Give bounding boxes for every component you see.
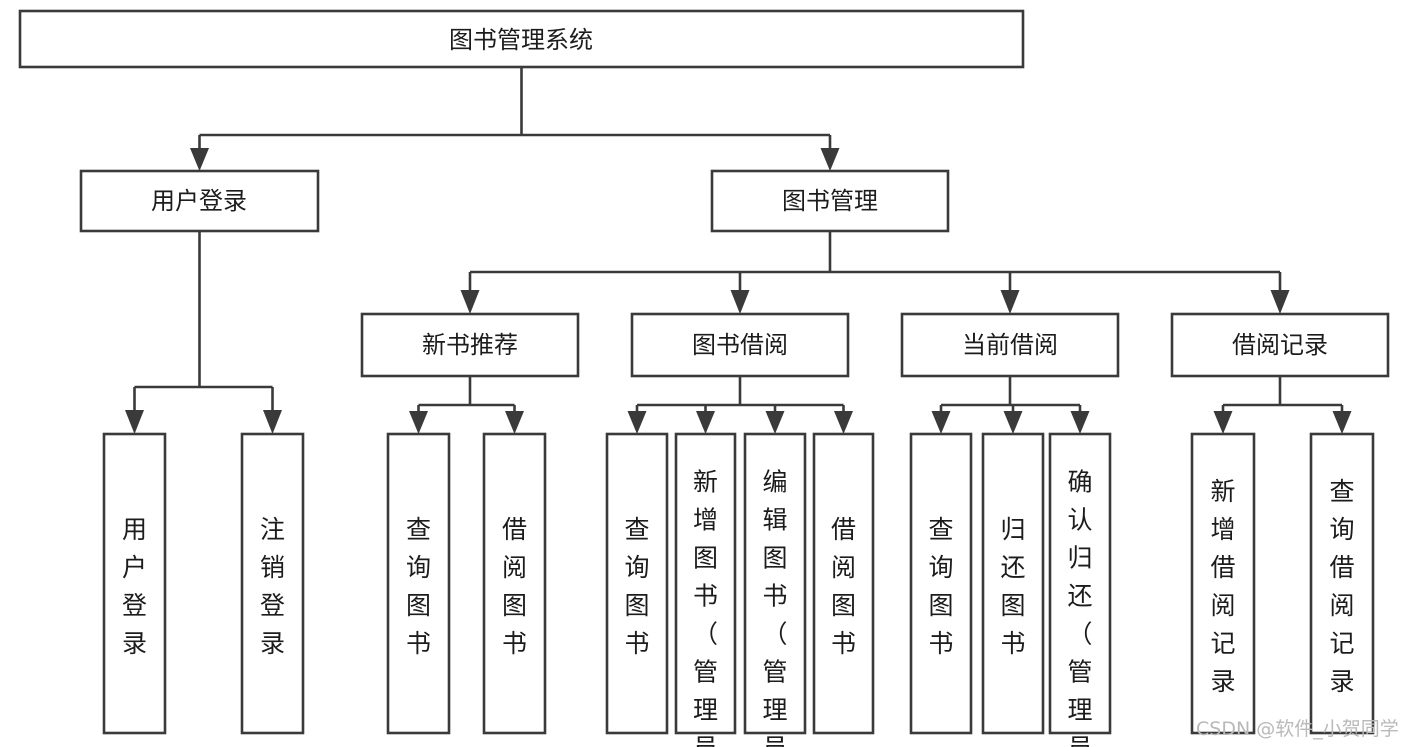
leaf-node-box[interactable] (1190, 432, 1256, 735)
leaf-node-box[interactable] (812, 432, 875, 735)
arrow-head-current-borrow (1000, 290, 1020, 314)
connector-layer (125, 67, 1352, 434)
node-book-borrow-box[interactable] (630, 312, 850, 378)
leaf-node-label: 借阅图书 (502, 515, 527, 658)
node-current-borrow-box[interactable] (900, 312, 1120, 378)
arrow-head-borrow (730, 290, 750, 314)
arrow-head-leaf-borrow-book-2 (834, 411, 853, 434)
leaf-node-label: 查询图书 (928, 515, 953, 658)
leaf-node-box[interactable] (240, 432, 305, 735)
leaf-node-label: 用户登录 (122, 515, 147, 658)
node-new-book-recommend[interactable]: 新书推荐 (360, 312, 580, 378)
node-root-system-box[interactable] (18, 9, 1025, 69)
leaf-node-box[interactable] (909, 432, 973, 735)
leaf-node-label: 查询图书 (406, 515, 431, 658)
arrow-head-leaf-edit-book (765, 411, 785, 434)
leaf-node[interactable]: 编辑图书（管理员） (743, 432, 807, 747)
arrow-head-leaf-return-book (1003, 411, 1023, 434)
leaf-node-layer: 用户登录 注销登录 查询图书 借阅图书 查询图书 新增图书（管理员） 编辑图书（管理员） 借阅… (102, 432, 1375, 747)
arrow-head-leaf-add-record (1213, 411, 1233, 434)
node-new-book-recommend-label: 新书推荐 (422, 331, 518, 359)
node-book-management-box[interactable] (710, 169, 950, 233)
leaf-node-box[interactable] (386, 432, 451, 735)
node-borrow-record[interactable]: 借阅记录 (1170, 312, 1390, 378)
leaf-node-label: 新增借阅记录 (1210, 477, 1235, 696)
leaf-node-label: 新增图书（管理员） (693, 467, 718, 747)
arrow-head-leaf-query-book-2 (627, 411, 647, 434)
node-book-management-label: 图书管理 (782, 187, 878, 215)
leaf-node-label: 借阅图书 (831, 515, 856, 658)
arrow-head-leaf-query-book-1 (409, 411, 428, 434)
node-new-book-recommend-box[interactable] (360, 312, 580, 378)
arrow-head-user-login (190, 148, 209, 171)
node-current-borrow-label: 当前借阅 (962, 331, 1058, 359)
leaf-node-label: 注销登录 (260, 515, 285, 658)
node-user-login-label: 用户登录 (151, 187, 247, 215)
leaf-node[interactable]: 查询图书 (605, 432, 669, 735)
leaf-node-label: 查询图书 (624, 515, 649, 658)
leaf-node-box[interactable] (1309, 432, 1375, 735)
leaf-node-label: 确认归还（管理员） (1067, 467, 1092, 747)
leaf-node-label: 查询借阅记录 (1329, 477, 1354, 696)
arrow-head-new-book (460, 290, 480, 314)
leaf-node[interactable]: 新增借阅记录 (1190, 432, 1256, 735)
leaf-node[interactable]: 查询图书 (909, 432, 973, 735)
leaf-node-box[interactable] (605, 432, 669, 735)
leaf-node[interactable]: 确认归还（管理员） (1048, 432, 1112, 747)
node-book-borrow[interactable]: 图书借阅 (630, 312, 850, 378)
node-current-borrow[interactable]: 当前借阅 (900, 312, 1120, 378)
leaf-node[interactable]: 新增图书（管理员） (674, 432, 737, 747)
leaf-node-box[interactable] (482, 432, 547, 735)
leaf-node-label: 编辑图书（管理员） (762, 467, 787, 747)
leaf-node-label: 归还图书 (1000, 515, 1025, 658)
node-book-management[interactable]: 图书管理 (710, 169, 950, 233)
watermark-label: CSDN @软件_小贺同学 (1196, 718, 1399, 740)
leaf-node[interactable]: 用户登录 (102, 432, 167, 735)
node-borrow-record-label: 借阅记录 (1232, 331, 1328, 359)
node-user-login-box[interactable] (79, 169, 320, 233)
node-root-system-label: 图书管理系统 (449, 26, 593, 54)
arrow-head-book-mgmt (820, 148, 840, 171)
leaf-node[interactable]: 注销登录 (240, 432, 305, 735)
arrow-head-leaf-query-record (1332, 411, 1352, 434)
leaf-node[interactable]: 借阅图书 (482, 432, 547, 735)
arrow-head-leaf-user-login (125, 410, 144, 434)
node-user-login[interactable]: 用户登录 (79, 169, 320, 233)
arrow-head-leaf-confirm-return (1070, 411, 1090, 434)
node-book-borrow-label: 图书借阅 (692, 331, 788, 359)
leaf-node-box[interactable] (1048, 432, 1112, 735)
leaf-node[interactable]: 归还图书 (981, 432, 1045, 735)
leaf-node-box[interactable] (981, 432, 1045, 735)
arrow-head-borrow-record (1270, 290, 1290, 314)
leaf-node-box[interactable] (743, 432, 807, 735)
leaf-node[interactable]: 查询借阅记录 (1309, 432, 1375, 735)
arrow-head-leaf-logout (263, 410, 282, 434)
leaf-node[interactable]: 借阅图书 (812, 432, 875, 735)
arrow-head-leaf-add-book (696, 411, 715, 434)
leaf-node[interactable]: 查询图书 (386, 432, 451, 735)
arrow-head-leaf-borrow-book-1 (505, 411, 524, 434)
leaf-node-box[interactable] (674, 432, 737, 735)
node-root-system[interactable]: 图书管理系统 (18, 9, 1025, 69)
arrow-head-leaf-query-book-3 (931, 411, 951, 434)
leaf-node-box[interactable] (102, 432, 167, 735)
node-borrow-record-box[interactable] (1170, 312, 1390, 378)
